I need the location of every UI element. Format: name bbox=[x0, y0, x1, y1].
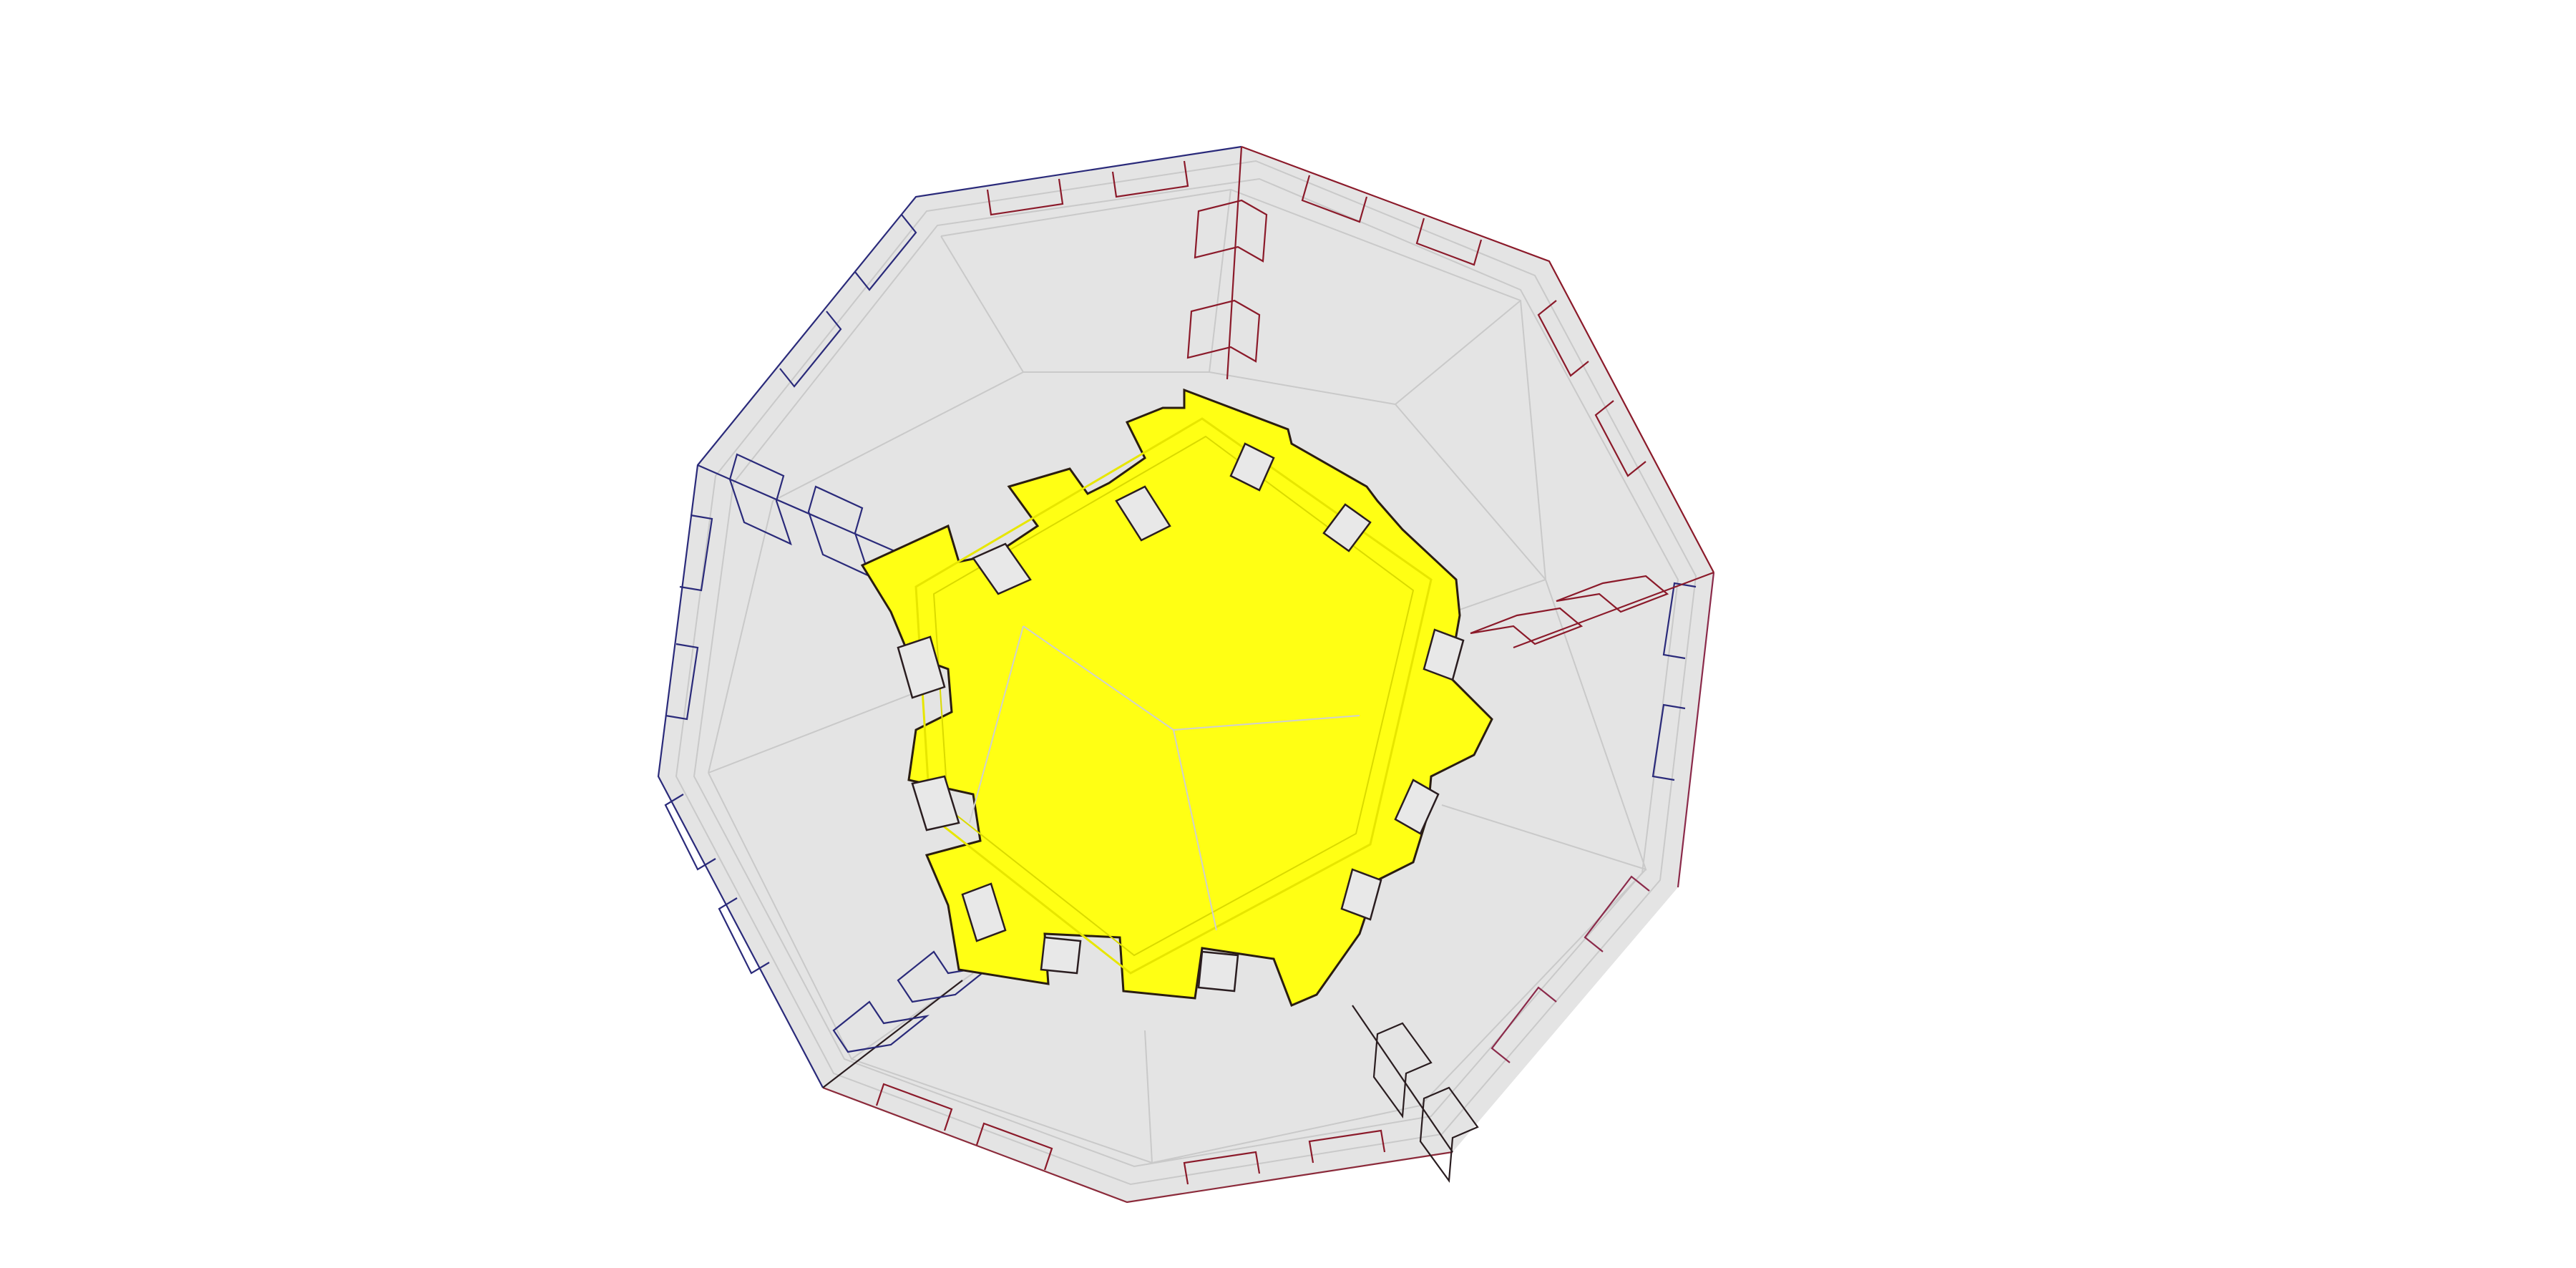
joint-slots bbox=[897, 442, 1465, 993]
selected-face[interactable] bbox=[860, 388, 1493, 1007]
selected-face-inset-2 bbox=[932, 435, 1415, 957]
red-joint-edges bbox=[822, 145, 1715, 1204]
selected-face-inset bbox=[914, 417, 1433, 975]
spoke-joints bbox=[697, 146, 1714, 1184]
outer-rim bbox=[675, 160, 1697, 1186]
internal-edges bbox=[969, 625, 1360, 931]
